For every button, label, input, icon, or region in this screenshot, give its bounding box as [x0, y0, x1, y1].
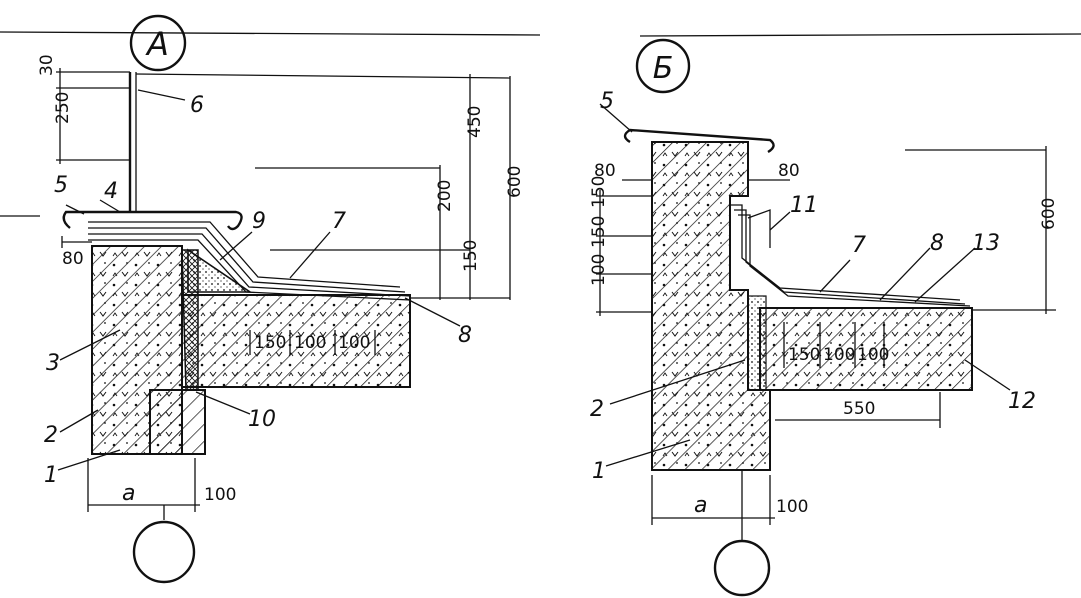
detail-a-leader-7: [289, 231, 331, 279]
detail-a-dim-600: 600: [505, 166, 525, 198]
detail-a-callout-2: 2: [44, 423, 58, 448]
detail-b-sealant: [747, 295, 767, 391]
detail-a-leader-8: [404, 297, 461, 327]
detail-b-dim-100b: 100: [776, 497, 808, 517]
detail-b-axis-bubble: [713, 539, 771, 597]
detail-b-dim-100: 100: [589, 254, 609, 286]
detail-b-callout-11: 11: [790, 193, 818, 218]
detail-a-callout-8: 8: [458, 323, 472, 348]
detail-a-callout-3: 3: [46, 351, 60, 376]
detail-a-dim-line-600-top: [135, 73, 511, 79]
detail-b-leader-13: [914, 247, 976, 303]
detail-a-leader-2: [59, 409, 99, 433]
detail-b-dim-550: 550: [843, 399, 875, 419]
detail-b-leader-7: [819, 259, 851, 293]
detail-a-ins-150: 150: [254, 333, 286, 353]
detail-b-callout-8: 8: [930, 231, 944, 256]
detail-a-callout-6: 6: [190, 93, 204, 118]
detail-a-leader-6: [137, 89, 186, 101]
detail-b-leader-11: [769, 211, 791, 231]
detail-a-roofing-layer-1: [88, 221, 401, 288]
detail-a: A: [0, 14, 525, 584]
detail-a-dim-250: 250: [53, 92, 73, 124]
detail-a-dim-80: 80: [62, 249, 84, 269]
detail-a-dim-a: a: [122, 481, 135, 506]
detail-b-ins-150: 150: [788, 345, 820, 365]
detail-b-title: Б: [653, 51, 674, 86]
detail-a-leader-5: [65, 204, 85, 215]
detail-a-callout-9: 9: [252, 209, 266, 234]
detail-a-parapet-cap: [62, 210, 243, 231]
detail-b-dim-80-right: 80: [778, 161, 800, 181]
detail-a-leader-4: [99, 199, 121, 213]
detail-b-leader-2: [609, 359, 746, 405]
detail-b-leader-5: [599, 103, 633, 133]
detail-a-callout-7: 7: [332, 209, 346, 234]
detail-b-ins-100a: 100: [823, 345, 855, 365]
detail-b-dim-150-a: 150: [589, 176, 609, 208]
detail-a-roofing-layer-4: [88, 239, 411, 301]
detail-a-leader-9: [219, 231, 253, 261]
detail-b-ins-100b: 100: [857, 345, 889, 365]
detail-a-leader-10: [195, 391, 251, 415]
detail-a-callout-4: 4: [104, 179, 118, 204]
detail-a-dim-30: 30: [37, 54, 57, 76]
detail-a-fillet: [187, 248, 253, 293]
detail-a-callout-5: 5: [54, 173, 68, 198]
top-border-line: [0, 31, 541, 36]
detail-b-leader-1: [605, 439, 691, 467]
detail-a-ins-100a: 100: [294, 333, 326, 353]
detail-b-parapet-wall-concrete: [652, 142, 770, 470]
detail-b-roof-slab-concrete: [760, 308, 972, 390]
detail-a-roofing-layer-2: [88, 227, 406, 293]
detail-a-roofing-layer-3: [88, 233, 411, 297]
detail-b-parapet-cap: [623, 128, 775, 154]
detail-b-roofing-layer-3: [738, 214, 971, 307]
detail-b-roofing-layer-2: [734, 209, 966, 305]
top-border-line-right: [639, 33, 1081, 37]
detail-b: Б: [589, 38, 1059, 597]
detail-a-leader-1: [57, 449, 121, 471]
detail-b-dim-80-left: 80: [594, 161, 616, 181]
detail-b-callout-5: 5: [600, 89, 614, 114]
detail-b-roofing-layer-1: [730, 204, 961, 301]
detail-b-callout-12: 12: [1008, 389, 1036, 414]
detail-b-apron-11: [747, 209, 771, 248]
detail-b-leader-12: [964, 359, 1011, 391]
detail-a-ins-100b: 100: [338, 333, 370, 353]
detail-b-title-circle: [635, 38, 691, 94]
detail-a-dim-450: 450: [465, 106, 485, 138]
detail-a-wall-lower: [149, 389, 206, 455]
detail-a-roof-slab-concrete: [182, 295, 410, 387]
detail-a-title: A: [145, 25, 169, 63]
detail-a-axis-bubble: [132, 520, 196, 584]
detail-b-dim-a: a: [694, 493, 707, 518]
detail-b-dim-600: 600: [1039, 198, 1059, 230]
detail-a-callout-1: 1: [44, 463, 58, 488]
detail-a-dim-100: 100: [204, 485, 236, 505]
detail-a-title-circle: [129, 14, 187, 72]
detail-a-callout-10: 10: [248, 407, 276, 432]
detail-a-dim-150: 150: [461, 240, 481, 272]
detail-a-leader-3: [59, 329, 121, 361]
detail-b-callout-7: 7: [852, 233, 866, 258]
detail-b-callout-13: 13: [972, 231, 1000, 256]
detail-b-dim-150-b: 150: [589, 216, 609, 248]
detail-b-callout-1: 1: [592, 459, 606, 484]
detail-a-dim-200: 200: [435, 180, 455, 212]
detail-b-callout-2: 2: [590, 397, 604, 422]
detail-b-leader-8: [879, 247, 931, 301]
